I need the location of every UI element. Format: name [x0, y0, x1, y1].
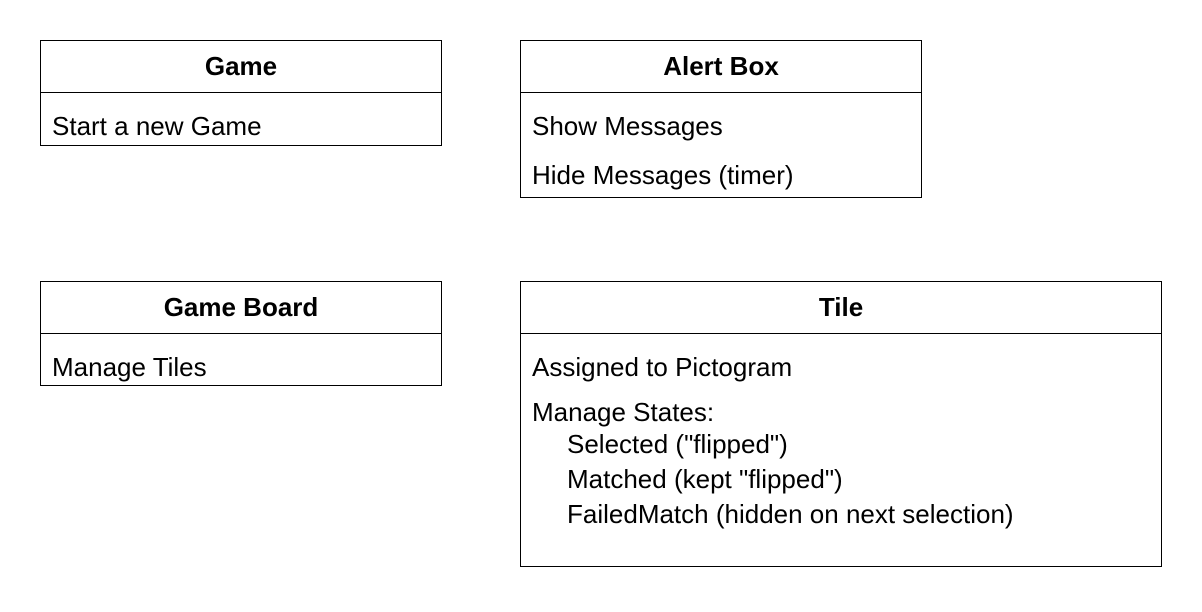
- state-selected: Selected ("flipped"): [567, 429, 788, 459]
- class-box-tile: Tile Assigned to Pictogram Manage States…: [520, 281, 1162, 567]
- class-title-tile: Tile: [521, 282, 1161, 334]
- class-box-alert-box: Alert Box Show Messages Hide Messages (t…: [520, 40, 922, 198]
- responsibility-manage-states: Manage States:: [532, 397, 715, 427]
- state-matched: Matched (kept "flipped"): [567, 464, 843, 494]
- class-title-game-board: Game Board: [41, 282, 441, 334]
- responsibility-start-new-game: Start a new Game: [52, 111, 262, 141]
- responsibility-manage-tiles: Manage Tiles: [52, 352, 207, 382]
- responsibility-show-messages: Show Messages: [532, 111, 723, 141]
- responsibility-hide-messages: Hide Messages (timer): [532, 160, 794, 190]
- class-box-game-board: Game Board Manage Tiles: [40, 281, 442, 386]
- state-failed-match: FailedMatch (hidden on next selection): [567, 499, 1014, 529]
- responsibility-assigned-to-pictogram: Assigned to Pictogram: [532, 352, 793, 382]
- class-title-game: Game: [41, 41, 441, 93]
- class-box-game: Game Start a new Game: [40, 40, 442, 146]
- class-title-alert-box: Alert Box: [521, 41, 921, 93]
